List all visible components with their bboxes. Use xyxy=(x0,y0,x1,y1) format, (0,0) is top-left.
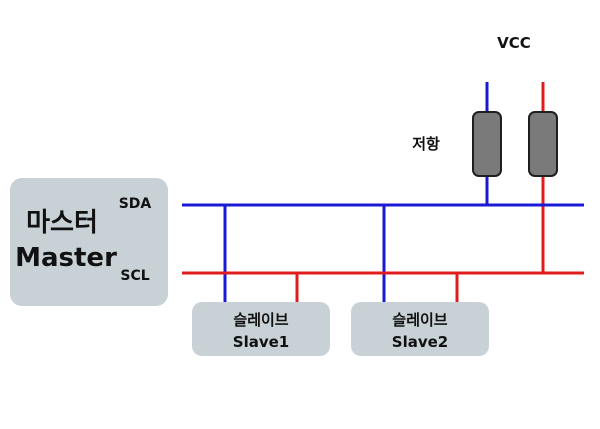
master-scl-label: SCL xyxy=(120,268,149,284)
master-label-en: Master xyxy=(15,243,117,273)
slave2-label-kr: 슬레이브 xyxy=(392,311,447,329)
master-box xyxy=(10,178,168,306)
sda-resistor xyxy=(472,111,502,177)
slave1-label-en: Slave1 xyxy=(233,333,289,351)
slave1-box xyxy=(192,302,330,356)
master-label-kr: 마스터 xyxy=(26,208,98,238)
vcc-label: VCC xyxy=(497,34,531,52)
master-sda-label: SDA xyxy=(119,196,152,212)
slave1-label-kr: 슬레이브 xyxy=(233,311,288,329)
slave2-box xyxy=(351,302,489,356)
scl-resistor xyxy=(528,111,558,177)
resistor-label: 저항 xyxy=(412,135,440,153)
slave2-label-en: Slave2 xyxy=(392,333,448,351)
